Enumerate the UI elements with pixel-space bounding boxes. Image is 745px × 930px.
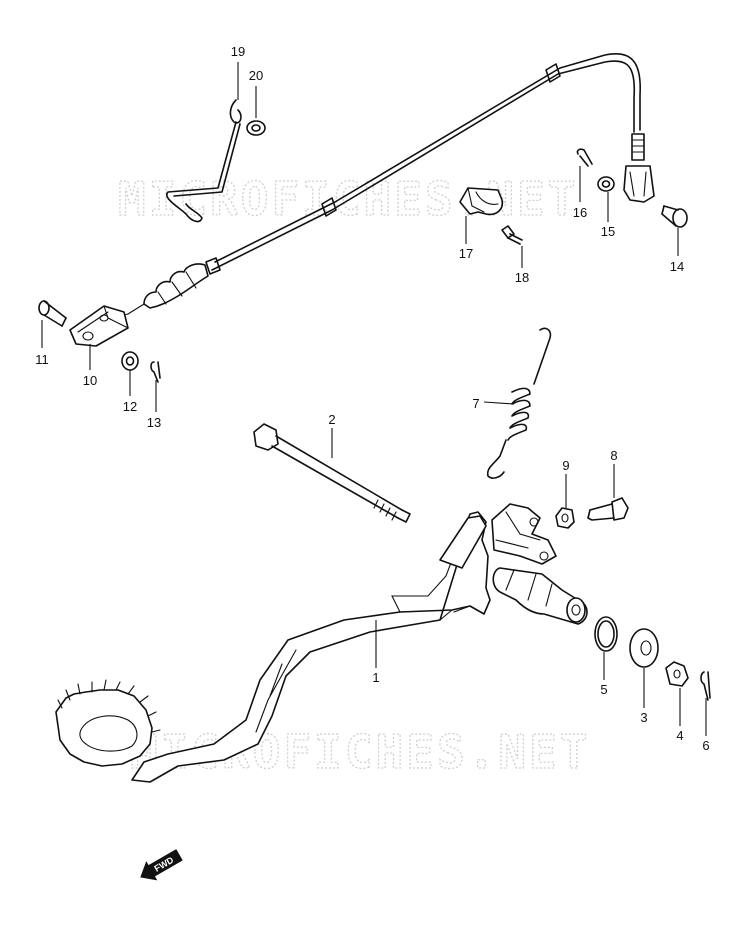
label-18: 18 xyxy=(515,270,529,285)
part-8-bolt xyxy=(587,497,629,521)
label-15: 15 xyxy=(601,224,615,239)
cable-clevis-right xyxy=(623,133,655,203)
part-11-pin xyxy=(38,300,67,327)
label-20: 20 xyxy=(249,68,263,83)
part-14-pin xyxy=(661,205,688,228)
label-16: 16 xyxy=(573,205,587,220)
part-3-washer xyxy=(629,628,659,668)
label-13: 13 xyxy=(147,415,161,430)
label-10: 10 xyxy=(83,373,97,388)
label-1: 1 xyxy=(372,670,379,685)
label-12: 12 xyxy=(123,399,137,414)
label-6: 6 xyxy=(702,738,709,753)
label-7: 7 xyxy=(472,396,479,411)
label-8: 8 xyxy=(610,448,617,463)
label-19: 19 xyxy=(231,44,245,59)
part-17-clamp xyxy=(459,187,504,216)
leader-lines xyxy=(41,62,707,736)
part-6-cotter-pin xyxy=(700,671,711,701)
part-4-nut xyxy=(665,661,689,687)
part-1-brake-pedal xyxy=(55,503,588,783)
label-17: 17 xyxy=(459,246,473,261)
part-labels: 19 20 11 10 12 13 14 15 16 17 18 7 2 9 8… xyxy=(35,44,709,753)
label-3: 3 xyxy=(640,710,647,725)
part-12-washer xyxy=(121,351,139,371)
part-16-cotter-pin xyxy=(576,148,593,167)
part-5-oring xyxy=(594,616,618,652)
part-15-washer xyxy=(597,176,615,192)
label-5: 5 xyxy=(600,682,607,697)
watermark-top: MICROFICHES.NET xyxy=(118,172,578,226)
part-2-bolt xyxy=(253,423,411,523)
label-4: 4 xyxy=(676,728,683,743)
label-11: 11 xyxy=(35,352,49,367)
label-9: 9 xyxy=(562,458,569,473)
fwd-arrow-icon: FWD xyxy=(140,849,183,881)
label-2: 2 xyxy=(328,412,335,427)
part-20-washer xyxy=(246,120,266,136)
part-18-bolt xyxy=(501,225,523,245)
brake-cable xyxy=(111,53,641,319)
part-10-bracket xyxy=(69,305,129,347)
part-13-cotter-pin xyxy=(150,361,161,383)
label-14: 14 xyxy=(670,259,684,274)
part-7-spring xyxy=(486,327,552,479)
part-19-rod xyxy=(166,99,242,223)
part-9-nut xyxy=(555,507,575,529)
